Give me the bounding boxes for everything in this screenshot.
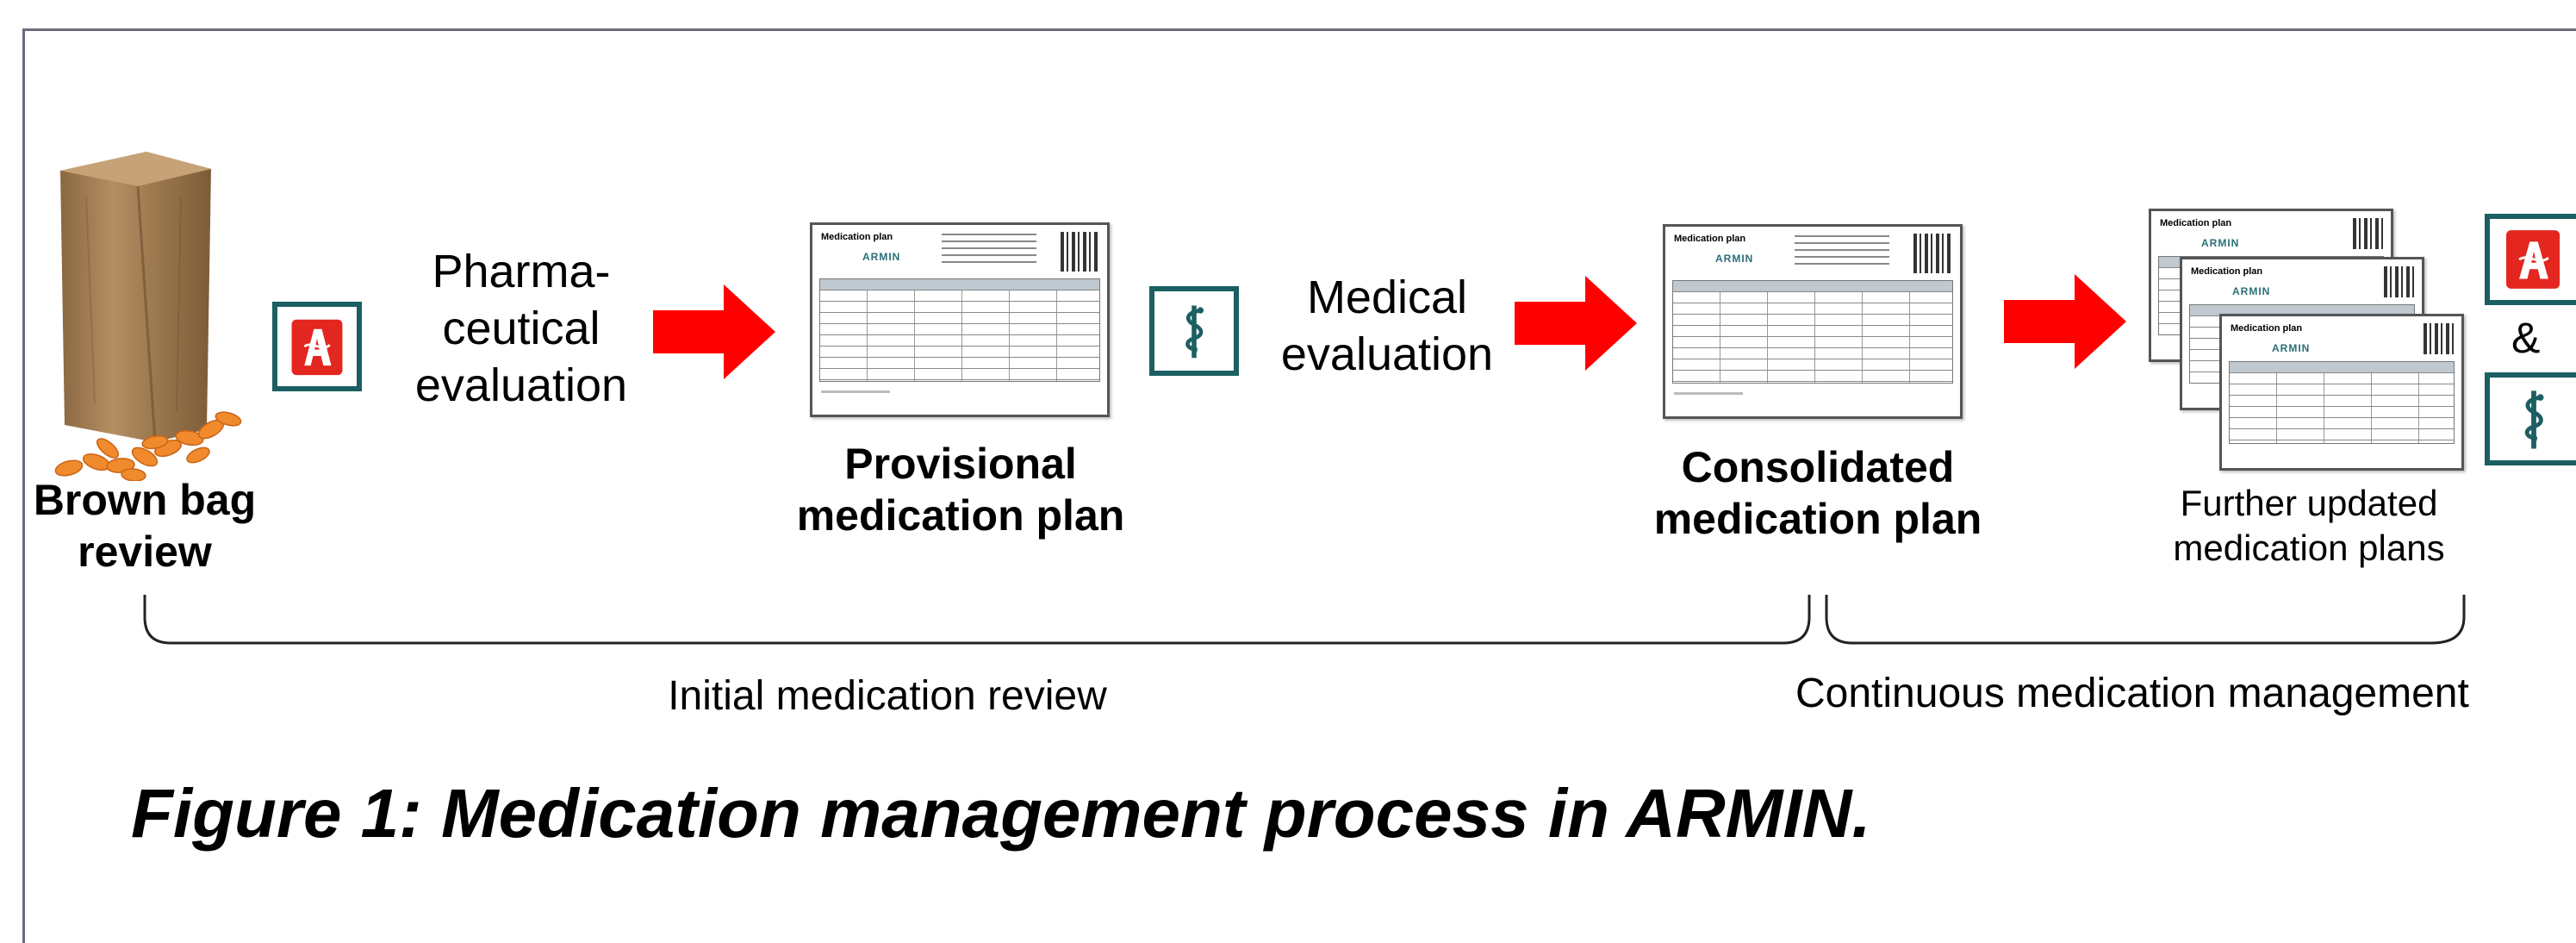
figure-caption: Figure 1: Medication management process … xyxy=(131,775,1871,852)
document-table xyxy=(1672,280,1953,384)
document-header: Medication plan xyxy=(2231,323,2303,334)
consolidated-plan-label: Consolidated medication plan xyxy=(1653,443,1982,543)
brown-bag-image xyxy=(54,152,242,481)
document-table xyxy=(819,278,1100,382)
document-brand: ARMIN xyxy=(2201,237,2240,249)
document-header: Medication plan xyxy=(2191,266,2263,277)
document-address xyxy=(942,234,1036,268)
consolidated-medication-plan-document: Medication plan ARMIN xyxy=(1663,224,1963,419)
qr-code-icon xyxy=(2353,218,2384,249)
brown-bag-label: Brown bag review xyxy=(33,476,257,576)
document-header: Medication plan xyxy=(2160,218,2232,228)
initial-review-bracket xyxy=(143,595,1811,645)
document-header: Medication plan xyxy=(1674,234,1746,244)
document-brand: ARMIN xyxy=(2272,342,2311,354)
arrow-right-icon xyxy=(1515,276,1637,371)
qr-code-icon xyxy=(2384,266,2415,297)
arrow-right-icon xyxy=(2004,274,2126,369)
document-brand: ARMIN xyxy=(1715,253,1754,265)
document-header: Medication plan xyxy=(821,232,893,242)
physician-icon xyxy=(2485,372,2576,465)
physician-icon xyxy=(1149,286,1239,376)
ampersand-label: & xyxy=(2511,314,2541,362)
provisional-plan-label: Provisional medication plan xyxy=(796,440,1125,540)
provisional-medication-plan-document: Medication plan ARMIN xyxy=(810,222,1110,417)
document-table xyxy=(2229,361,2455,444)
continuous-management-label: Continuous medication management xyxy=(1795,671,2469,716)
updated-medication-plan-document: Medication plan ARMIN xyxy=(2219,314,2464,471)
pharmacy-icon xyxy=(2485,214,2576,305)
qr-code-icon xyxy=(1061,232,1100,272)
document-address xyxy=(1795,235,1889,270)
document-brand: ARMIN xyxy=(2232,285,2271,297)
document-brand: ARMIN xyxy=(862,251,901,263)
pills-icon xyxy=(54,411,242,481)
further-plans-label: Further updated medication plans xyxy=(2173,483,2445,568)
document-footer xyxy=(821,390,890,393)
pharmacy-icon xyxy=(272,302,362,391)
qr-code-icon xyxy=(1913,234,1953,273)
continuous-management-bracket xyxy=(1825,595,2466,645)
pharmaceutical-evaluation-label: Pharma- ceutical evaluation xyxy=(414,246,628,411)
initial-review-label: Initial medication review xyxy=(668,673,1107,719)
arrow-right-icon xyxy=(653,284,775,379)
medical-evaluation-label: Medical evaluation xyxy=(1280,272,1494,380)
qr-code-icon xyxy=(2424,323,2455,354)
document-footer xyxy=(1674,392,1743,395)
figure-frame xyxy=(22,28,2576,943)
